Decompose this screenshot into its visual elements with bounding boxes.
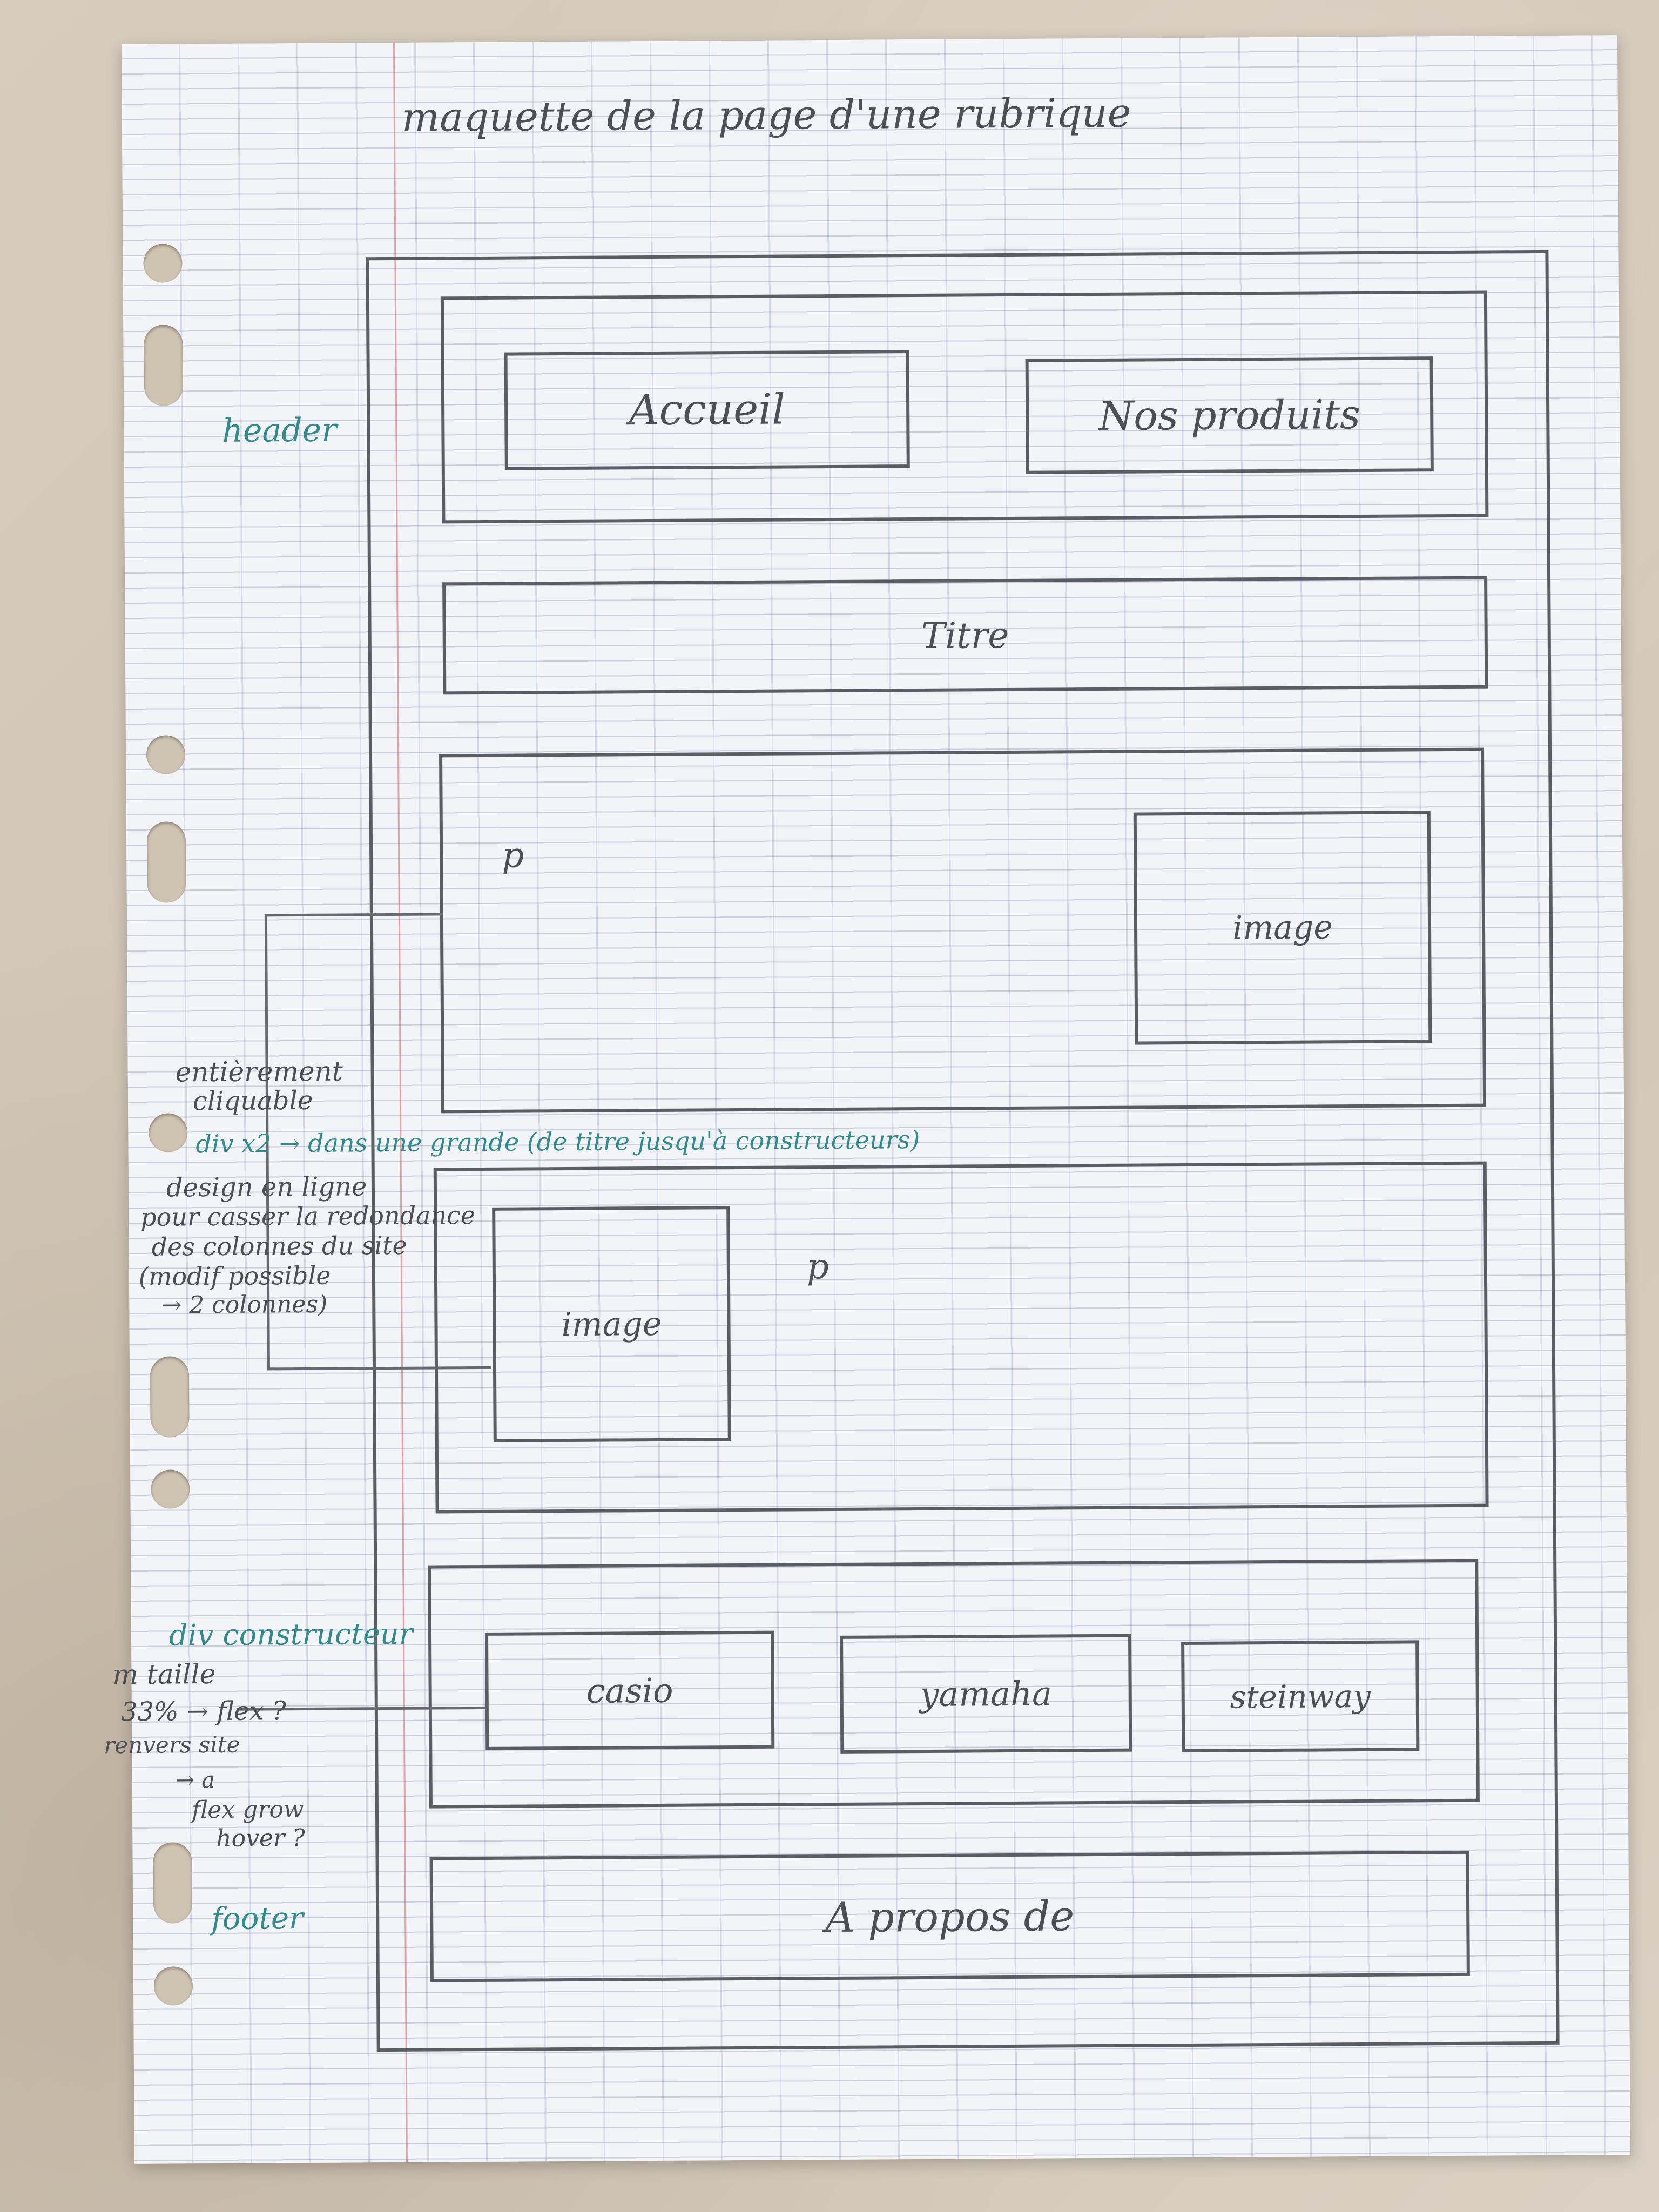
punch-hole bbox=[143, 244, 183, 283]
punch-hole bbox=[150, 1356, 190, 1438]
products-button[interactable]: Nos produits bbox=[1025, 356, 1434, 474]
section-note-line: des colonnes du site bbox=[151, 1230, 407, 1262]
constructor-note-line: m taille bbox=[112, 1658, 216, 1691]
section-note-line: entièrement bbox=[175, 1055, 343, 1088]
constructor-note-line: flex grow bbox=[191, 1795, 304, 1824]
products-label: Nos produits bbox=[1098, 391, 1361, 440]
title-label: Titre bbox=[921, 614, 1009, 657]
sheet-title: maquette de la page d'une rubrique bbox=[401, 90, 1131, 141]
footer-box: A propos de bbox=[429, 1850, 1470, 1982]
steinway-card[interactable]: steinway bbox=[1181, 1640, 1420, 1753]
home-label: Accueil bbox=[628, 385, 786, 435]
punch-hole bbox=[153, 1842, 193, 1924]
punch-hole bbox=[146, 821, 186, 903]
constructor-note-line: renvers site bbox=[104, 1731, 240, 1759]
yamaha-card[interactable]: yamaha bbox=[840, 1634, 1132, 1754]
constructor-note-line: div constructeur bbox=[168, 1616, 413, 1653]
image-label: image bbox=[1232, 908, 1333, 947]
section-note-line: design en ligne bbox=[166, 1171, 367, 1203]
image-placeholder: image bbox=[492, 1206, 731, 1442]
punch-hole bbox=[151, 1469, 190, 1509]
title-bar: Titre bbox=[442, 576, 1488, 695]
section-note-line: pour casser la redondance bbox=[140, 1201, 476, 1232]
section-note-line: cliquable bbox=[192, 1085, 313, 1117]
footer-label: A propos de bbox=[825, 1891, 1075, 1941]
notebook-page: maquette de la page d'une rubrique Accue… bbox=[104, 35, 1630, 2164]
casio-label: casio bbox=[586, 1670, 673, 1711]
casio-card[interactable]: casio bbox=[484, 1630, 775, 1750]
paragraph-marker: p bbox=[501, 835, 524, 876]
constructor-note-line: → a bbox=[175, 1766, 215, 1793]
home-button[interactable]: Accueil bbox=[504, 350, 910, 470]
section-note-line: → 2 colonnes) bbox=[161, 1290, 328, 1319]
punch-hole bbox=[144, 325, 184, 406]
footer-note: footer bbox=[211, 1901, 304, 1937]
punch-hole bbox=[146, 735, 186, 774]
paragraph-marker: p bbox=[806, 1247, 830, 1287]
steinway-label: steinway bbox=[1230, 1677, 1371, 1716]
section-note-line: div x2 → dans une grande (de titre jusqu… bbox=[195, 1125, 920, 1159]
punch-hole bbox=[153, 1966, 193, 2006]
section-note-line: (modif possible bbox=[138, 1260, 331, 1291]
constructor-note-line: 33% → flex ? bbox=[120, 1696, 286, 1728]
constructor-note-line: hover ? bbox=[216, 1824, 305, 1852]
header-note: header bbox=[222, 411, 338, 450]
image-label: image bbox=[561, 1305, 662, 1344]
image-placeholder: image bbox=[1133, 811, 1432, 1045]
punch-hole bbox=[149, 1113, 188, 1152]
yamaha-label: yamaha bbox=[920, 1674, 1053, 1714]
